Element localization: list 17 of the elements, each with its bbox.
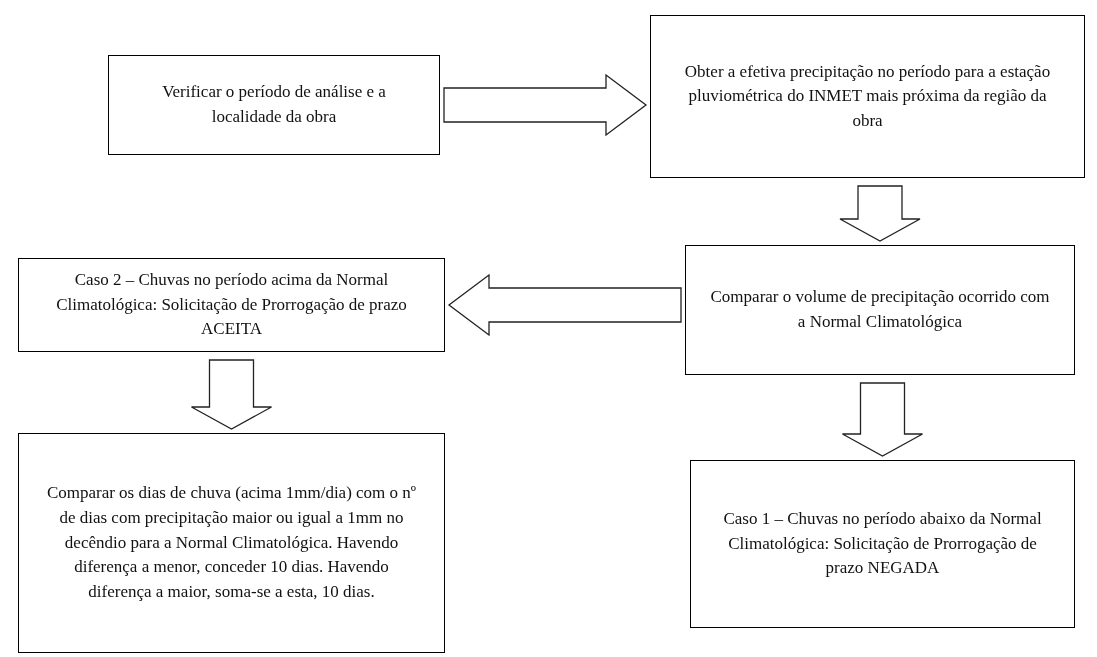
block-arrow <box>447 273 682 337</box>
process-box <box>108 55 440 155</box>
box-text: Comparar o volume de precipitação ocorrido com a Normal Climatológica <box>709 286 1051 333</box>
box-text: Verificar o período de análise e a localidade da obra <box>161 81 387 128</box>
process-box <box>18 433 445 653</box>
block-arrow <box>443 73 648 137</box>
box-text: Comparar os dias de chuva (acima 1mm/dia) com o nº de dias com precipitação maior ou igual a 1mm no decêndio para a Normal Climatológica. Havendo diferença a menor, conceder 10 dias. Havendo diferença a maior, soma-se a esta, 10 dias. <box>45 482 418 603</box>
process-box <box>690 460 1075 628</box>
box-text: Caso 1 – Chuvas no período abaixo da Normal Climatológica: Solicitação de Prorrogação de prazo NEGADA <box>722 508 1043 580</box>
block-arrow <box>190 359 273 430</box>
block-arrow <box>839 185 921 242</box>
box-text: Obter a efetiva precipitação no período para a estação pluviométrica do INMET mais próxima da região da obra <box>683 60 1052 132</box>
box-text: Caso 2 – Chuvas no período acima da Normal Climatológica: Solicitação de Prorrogação de prazo ACEITA <box>55 269 408 341</box>
process-box <box>18 258 445 352</box>
process-box <box>685 245 1075 375</box>
block-arrow <box>841 382 924 457</box>
process-box <box>650 15 1085 178</box>
